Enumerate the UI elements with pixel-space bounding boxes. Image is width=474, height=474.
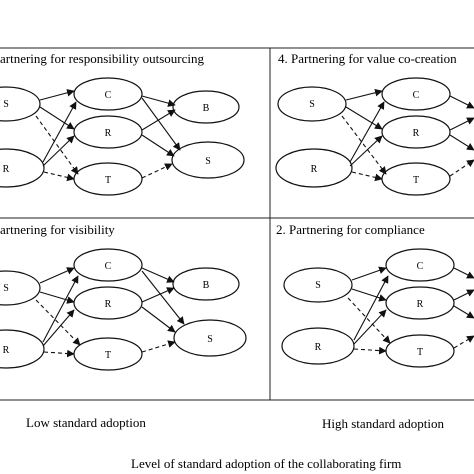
axis-caption: Level of standard adoption of the collab… xyxy=(131,456,401,471)
dashed-edges xyxy=(35,299,176,358)
node-label: C xyxy=(105,90,112,101)
panel-title: 2. Partnering for compliance xyxy=(276,222,425,237)
node-label: R xyxy=(413,128,420,139)
node-label: R xyxy=(417,299,424,310)
node-label: C xyxy=(413,90,420,101)
adoption-axis: Low standard adoption High standard adop… xyxy=(26,415,445,471)
panel-value-co-creation: 4. Partnering for value co-creation S R … xyxy=(275,51,474,196)
node-r-mid xyxy=(385,286,455,320)
node-r xyxy=(0,148,45,188)
panel-responsibility-outsourcing: artnering for responsibility outsourcing xyxy=(0,51,245,196)
node-b xyxy=(172,90,240,124)
panel-title: artnering for responsibility outsourcing xyxy=(0,51,204,66)
panel-title: artnering for visibility xyxy=(0,222,115,237)
dashed-edges xyxy=(347,297,474,355)
node-label: R xyxy=(3,345,10,356)
node-s xyxy=(277,86,347,122)
node-label: R xyxy=(105,299,112,310)
edges xyxy=(39,89,181,167)
node-c xyxy=(73,248,143,282)
node-label: R xyxy=(315,342,322,353)
node-s xyxy=(0,270,41,306)
node-r xyxy=(275,148,353,188)
node-label: R xyxy=(105,128,112,139)
node-s-right xyxy=(171,141,245,179)
node-label: T xyxy=(413,175,419,186)
panel-compliance: 2. Partnering for compliance S R C R xyxy=(276,222,474,368)
node-r xyxy=(281,327,355,365)
panel-visibility: artnering for visibility S xyxy=(0,222,247,371)
node-label: R xyxy=(3,164,10,175)
node-r-mid xyxy=(73,115,143,149)
node-label: T xyxy=(417,347,423,358)
node-label: B xyxy=(203,103,210,114)
edges xyxy=(345,88,474,167)
panel-grid xyxy=(0,47,474,401)
node-label: S xyxy=(205,156,211,167)
node-label: C xyxy=(105,261,112,272)
node-label: R xyxy=(311,164,318,175)
node-label: C xyxy=(417,261,424,272)
panel-title: 4. Partnering for value co-creation xyxy=(278,51,457,66)
node-label: S xyxy=(309,99,315,110)
node-s-right xyxy=(173,319,247,357)
node-r-mid xyxy=(381,115,451,149)
node-label: S xyxy=(207,334,213,345)
node-label: S xyxy=(3,283,9,294)
node-b xyxy=(172,267,240,301)
node-label: S xyxy=(3,99,9,110)
node-s xyxy=(283,267,353,303)
node-label: S xyxy=(315,280,321,291)
edges xyxy=(39,267,185,347)
edges xyxy=(351,266,474,345)
node-label: T xyxy=(105,175,111,186)
node-label: T xyxy=(105,350,111,361)
low-standard-label: Low standard adoption xyxy=(26,415,146,430)
high-standard-label: High standard adoption xyxy=(322,416,445,431)
node-c xyxy=(385,248,455,282)
node-s xyxy=(0,86,41,122)
dashed-edges xyxy=(35,115,173,182)
node-label: B xyxy=(203,280,210,291)
dashed-edges xyxy=(341,115,474,182)
node-r xyxy=(0,329,45,369)
